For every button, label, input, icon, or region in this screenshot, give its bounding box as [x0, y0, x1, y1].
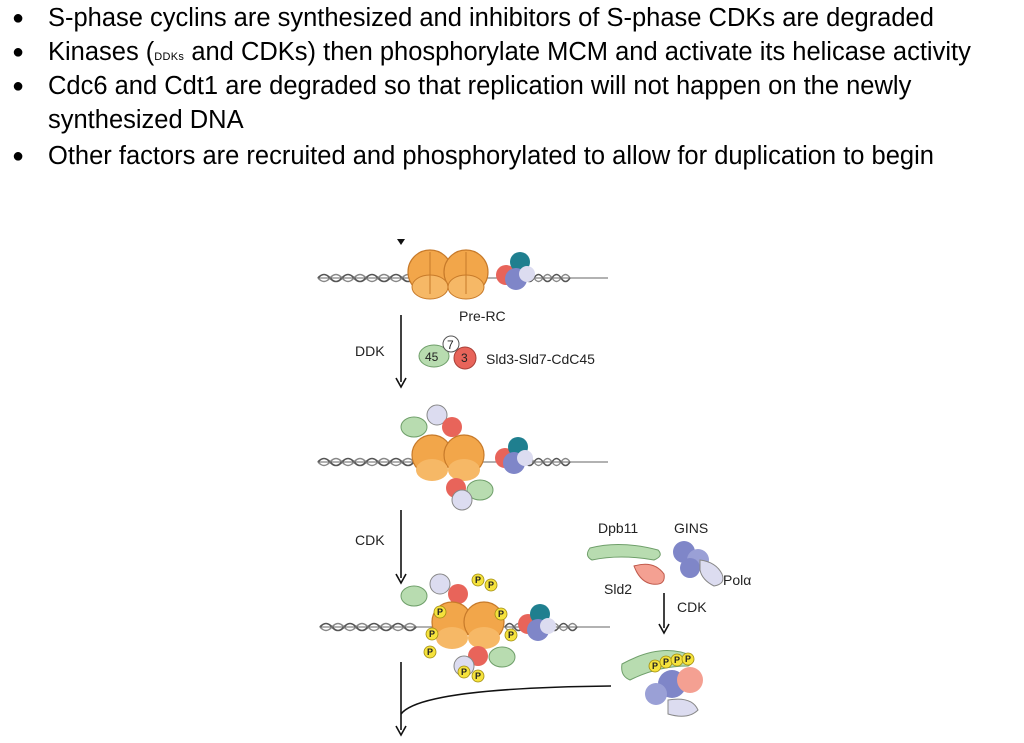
- cdk-left-label: CDK: [355, 532, 385, 548]
- phospho-label: P: [674, 655, 680, 665]
- sld7-label: 7: [447, 338, 454, 352]
- bullet-text: Kinases (DDKs and CDKs) then phosphoryla…: [48, 36, 1018, 74]
- pre-rc-label: Pre-RC: [459, 308, 506, 324]
- phospho-label: P: [437, 607, 443, 617]
- phospho-label: P: [475, 671, 481, 681]
- phospho-label: P: [652, 661, 658, 671]
- dpb11-label: Dpb11: [598, 520, 638, 536]
- phospho-label: P: [685, 654, 691, 664]
- bullet-dot: ●: [12, 7, 25, 29]
- bullet-text-small: DDKs: [154, 51, 185, 63]
- down-arrow-icon: [395, 377, 407, 389]
- bullet-text: Cdc6 and Cdt1 are degraded so that repli…: [48, 72, 912, 100]
- down-arrow-icon: [395, 573, 407, 585]
- sld45-label: 45: [425, 350, 439, 364]
- phospho-label: P: [498, 609, 504, 619]
- phospho-label: P: [475, 575, 481, 585]
- bullet-dot: ●: [12, 145, 25, 167]
- bullet-dot: ●: [12, 41, 25, 63]
- top-arrow-icon: [397, 239, 405, 245]
- phospho-label: P: [429, 629, 435, 639]
- sld-complex-label: Sld3-Sld7-CdC45: [486, 351, 595, 367]
- sld3-label: 3: [461, 351, 468, 365]
- pol-label: Polα: [723, 572, 751, 588]
- down-arrow-icon: [658, 623, 670, 635]
- sld2-label: Sld2: [604, 581, 632, 597]
- bullet-text-pre: Kinases (: [48, 38, 155, 66]
- phospho-label: P: [461, 667, 467, 677]
- phospho-label: P: [663, 657, 669, 667]
- ddk-label: DDK: [355, 343, 385, 359]
- phosphorylated-complex: P P P P P P P P P P P: [319, 573, 703, 717]
- bullet-text-post: and CDKs) then phosphorylate MCM and act…: [184, 38, 971, 66]
- orc-complex: [496, 252, 535, 290]
- sld-complex-icon: 45 7 3: [418, 335, 477, 370]
- phospho-label: P: [508, 630, 514, 640]
- ddk-step: DDK 45 7 3 Sld3-Sld7-CdC45: [355, 315, 595, 389]
- ddk-modified-stage: [317, 404, 608, 511]
- down-arrow-icon: [395, 725, 407, 737]
- bullet-text: Other factors are recruited and phosphor…: [48, 142, 934, 170]
- converging-arrow: [395, 662, 612, 737]
- pre-rc-stage: Pre-RC: [317, 239, 608, 324]
- cdk-right-label: CDK: [677, 599, 707, 615]
- mcm-double-hexamer: [407, 249, 489, 300]
- gins-label: GINS: [674, 520, 708, 536]
- recruited-factors: Dpb11 GINS Polα Sld2 CDK: [586, 520, 751, 635]
- phospho-label: P: [488, 580, 494, 590]
- phospho-group-icons: P P P P P P P P P: [423, 573, 518, 683]
- bullet-dot: ●: [12, 75, 25, 97]
- cdk-step-left: CDK: [355, 510, 407, 585]
- bullet-text: S-phase cyclins are synthesized and inhi…: [48, 4, 934, 32]
- phosphorylated-factors: P P P P: [621, 650, 703, 717]
- bullet-text: synthesized DNA: [48, 106, 244, 134]
- phospho-label: P: [427, 647, 433, 657]
